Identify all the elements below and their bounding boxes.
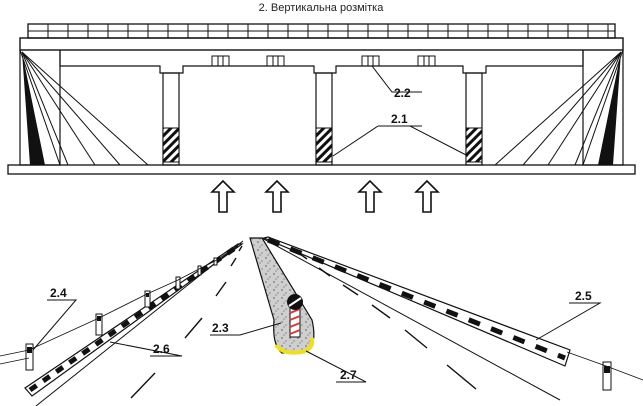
hollow-up-arrow-icon [414,179,440,213]
label-2-2: 2.2 [394,86,411,100]
lane-dashes-left [130,245,243,399]
callout-leaders-top [332,65,469,157]
bridge-elevation [7,23,636,175]
hollow-up-arrow-icon [210,179,236,213]
label-2-3: 2.3 [212,321,229,335]
island-bollard-icon [287,294,303,338]
label-2-7: 2.7 [340,368,357,382]
delineator-posts-left [0,245,239,371]
island-edge-2-7 [274,337,315,355]
hollow-up-arrow-icon [357,179,383,213]
ground-line [7,164,636,175]
bridge-railing [27,23,616,39]
road-perspective [24,236,571,406]
traffic-direction-arrows [210,179,440,213]
right-abutment [494,49,624,166]
hollow-up-arrow-icon [264,179,290,213]
label-2-6: 2.6 [153,342,170,356]
left-barrier [24,243,244,397]
bridge-piers [162,72,483,166]
span-beams [59,50,584,74]
road-delineator-post-icon [197,265,202,276]
road-delineator-post-icon [25,343,34,371]
label-2-5: 2.5 [575,289,592,303]
marking-2-2-beam-blocks [211,55,436,67]
left-abutment [19,49,149,166]
page-title: 2. Вертикальна розмітка [259,2,385,14]
bridge-deck [19,37,624,51]
road-delineator-post-icon [602,361,612,391]
road-delineator-post-icon [95,313,103,336]
road-delineator-post-icon [175,276,181,290]
callout-leaders-bottom [32,299,602,383]
road-delineator-post-icon [144,290,151,308]
lane-dashes-right [299,253,477,390]
label-2-4: 2.4 [50,286,67,300]
label-2-1: 2.1 [391,112,408,126]
